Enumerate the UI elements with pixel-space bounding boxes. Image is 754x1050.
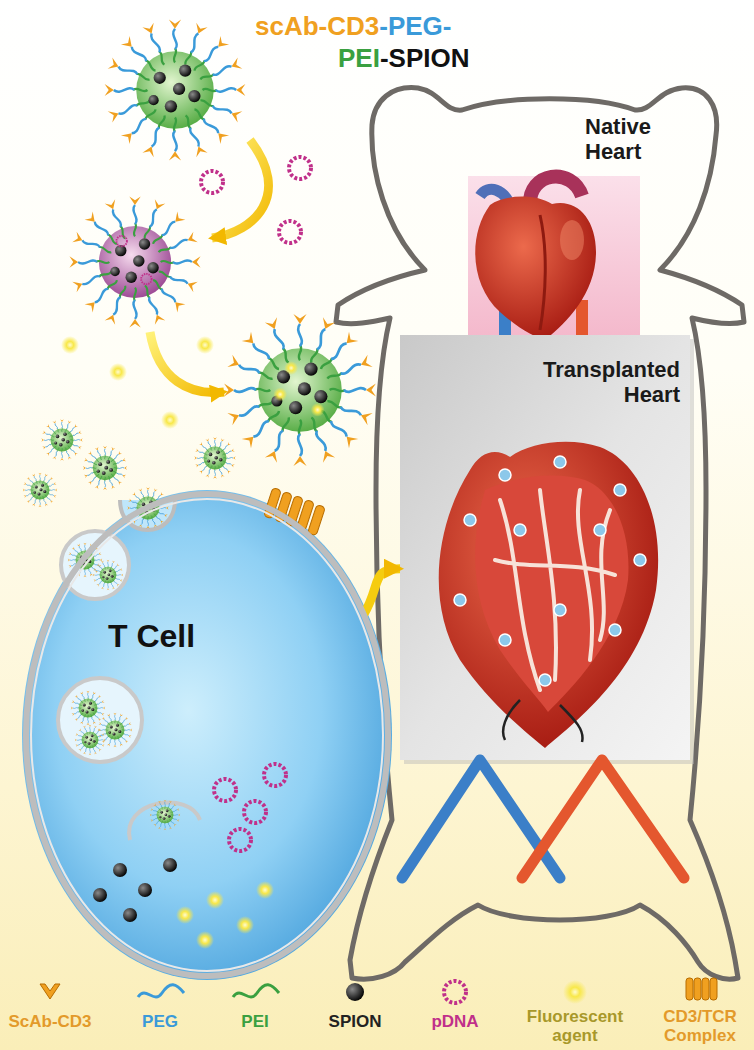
- legend-text: PEG: [125, 1012, 195, 1032]
- legend-text: Fluorescent agent: [520, 1007, 630, 1046]
- part-label-holder: Native Heart: [585, 114, 685, 165]
- process-arrow: [212, 140, 268, 238]
- legend-text-holder: SPION: [315, 1012, 395, 1032]
- endosomes: [58, 531, 200, 840]
- part-label: -SPION: [380, 44, 470, 74]
- fluorescent-dots: [61, 336, 214, 429]
- legend-text: PEI: [220, 1012, 290, 1032]
- mouse-outline: [336, 88, 744, 980]
- legend-text: CD3/TCR Complex: [655, 1007, 745, 1046]
- pdna-plasmids: [201, 157, 311, 243]
- part-label-holder: -SPION: [380, 44, 470, 74]
- process-arrow: [150, 332, 224, 393]
- native-heart: [475, 177, 596, 340]
- legend-text-holder: PEI: [220, 1012, 290, 1032]
- legend-text-holder: ScAb-CD3: [0, 1012, 100, 1032]
- t-cell-label-holder: T Cell: [108, 618, 195, 655]
- nanoparticle-loaded: [224, 314, 376, 466]
- legend-icons: [40, 978, 717, 1004]
- legend-text-holder: pDNA: [415, 1012, 495, 1032]
- released-cargo: [93, 764, 286, 949]
- part-label-holder: scAb-CD3: [255, 12, 379, 42]
- membrane-outer: [26, 494, 388, 976]
- t-cell-body: [22, 490, 392, 980]
- migration-arrow: [364, 569, 400, 615]
- part-label: Native Heart: [585, 114, 685, 165]
- part-label: scAb-CD3: [255, 12, 379, 42]
- legend-text-holder: Fluorescent agent: [520, 1007, 630, 1046]
- membrane-inner: [31, 499, 383, 971]
- legend-text: pDNA: [415, 1012, 495, 1032]
- transplant-region-label-holder: Transplanted Heart: [530, 357, 680, 408]
- transplant-region-label: Transplanted Heart: [530, 357, 680, 408]
- cell-membrane: [22, 490, 392, 980]
- part-label: PEI: [338, 44, 380, 74]
- nanoparticle: [105, 20, 246, 161]
- part-label-holder: -PEG-: [379, 12, 451, 42]
- t-cell-label: T Cell: [108, 618, 195, 655]
- legend-text-holder: CD3/TCR Complex: [655, 1007, 745, 1046]
- t-cell: T Cell: [22, 490, 392, 980]
- transplanted-heart: [439, 442, 658, 748]
- part-label: -PEG-: [379, 12, 451, 42]
- legend-text-holder: PEG: [125, 1012, 195, 1032]
- legend-text: ScAb-CD3: [0, 1012, 100, 1032]
- legend-text: SPION: [315, 1012, 395, 1032]
- transplant-region-fill: [400, 335, 690, 760]
- nanoparticle-pdna: [69, 196, 200, 327]
- transplant-region: Transplanted Heart: [400, 335, 690, 760]
- vessels-bottom: [402, 760, 684, 878]
- part-label-holder: PEI: [338, 44, 380, 74]
